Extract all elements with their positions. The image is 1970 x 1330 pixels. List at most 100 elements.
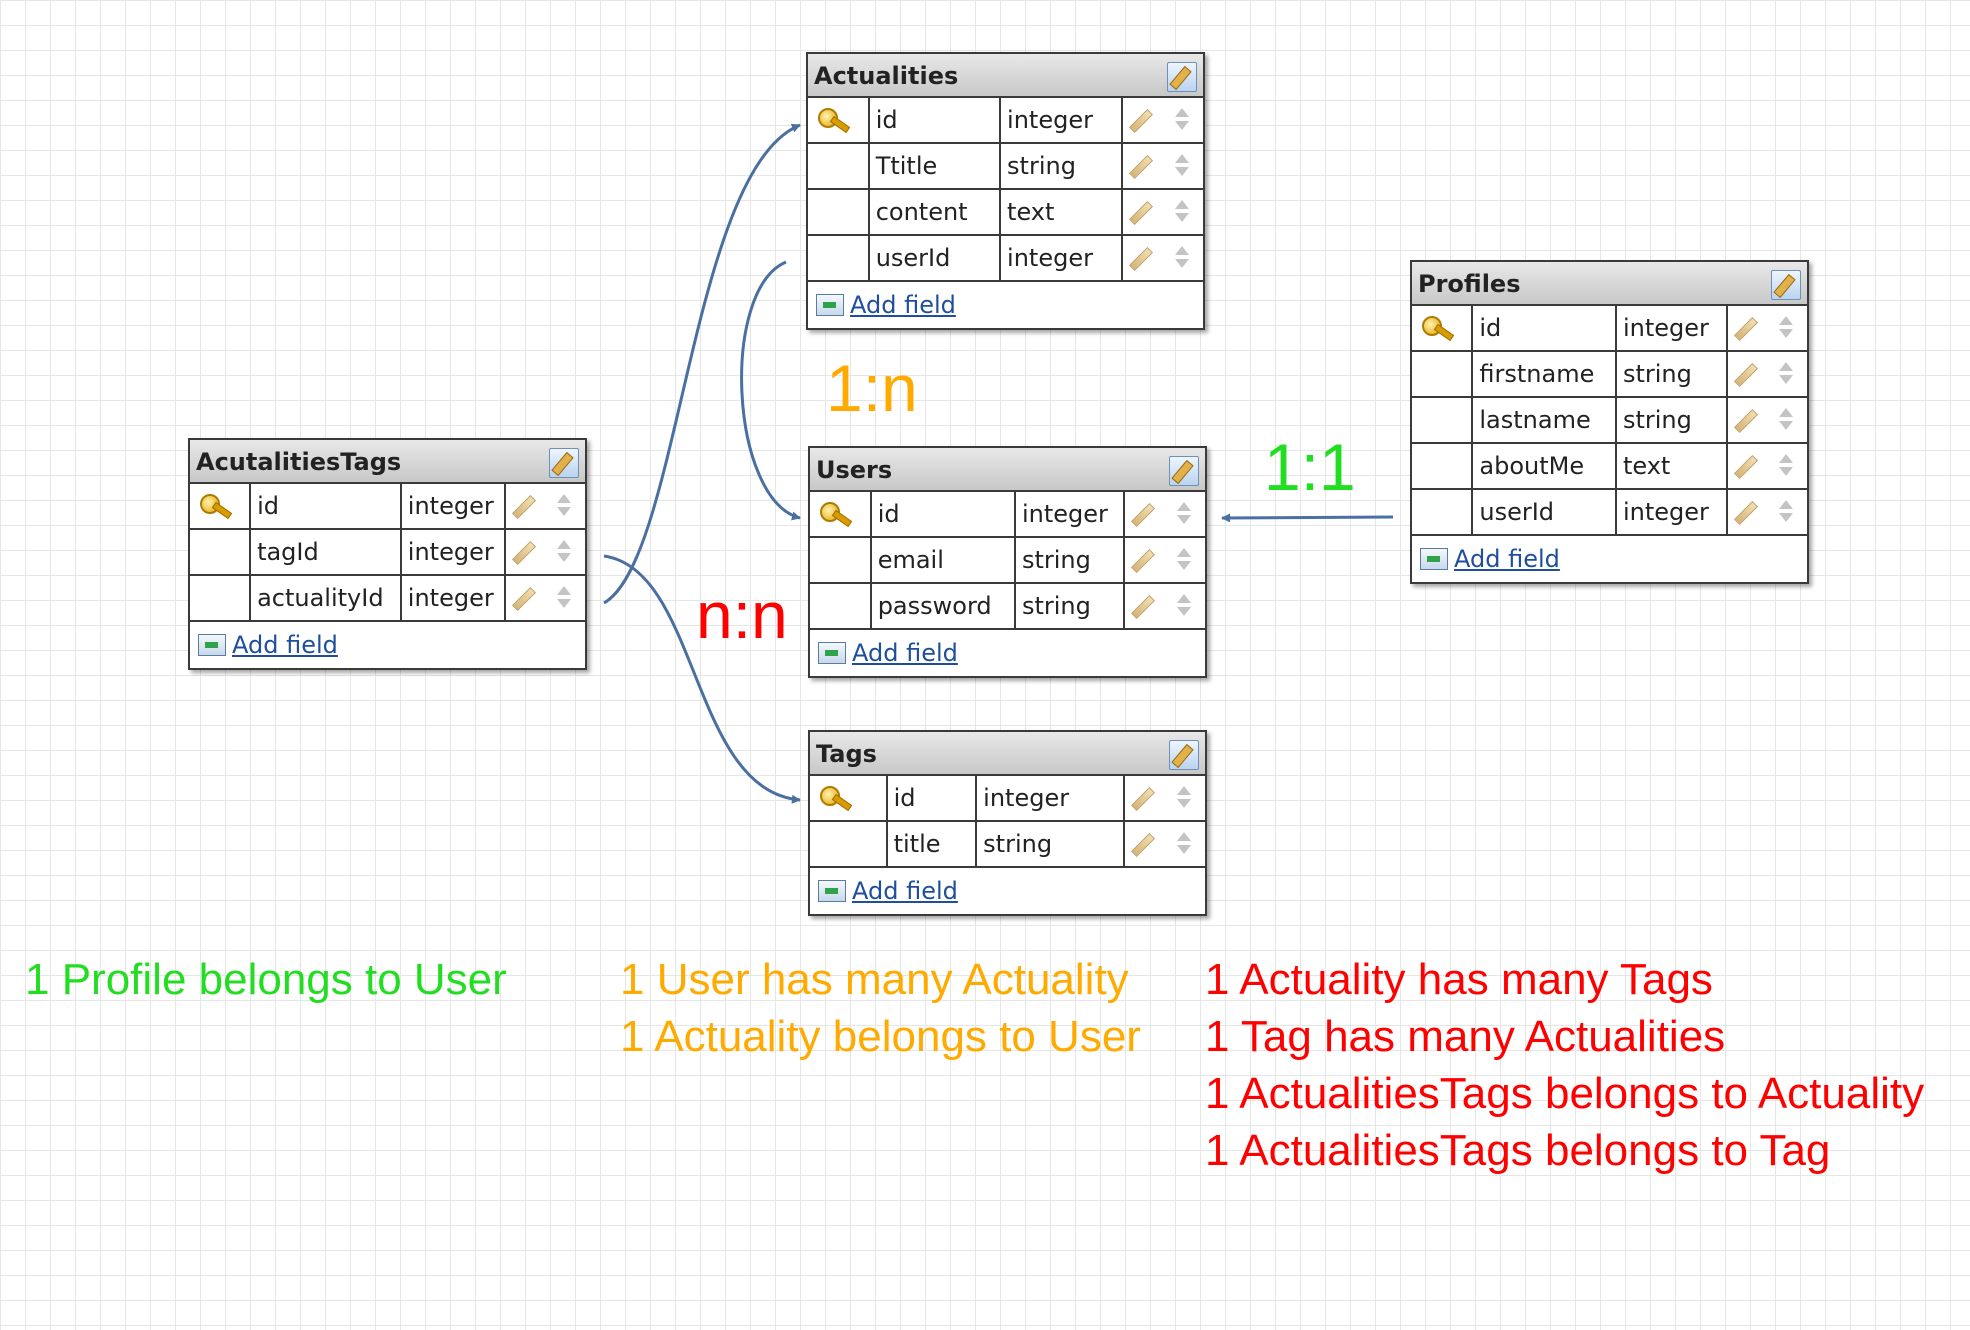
field-row[interactable]: content text <box>808 190 1203 236</box>
pencil-icon[interactable] <box>1733 408 1758 434</box>
field-name[interactable]: id <box>872 492 1016 536</box>
field-row[interactable]: id integer <box>190 484 585 530</box>
pencil-icon[interactable] <box>1131 548 1156 574</box>
sort-icon[interactable] <box>1175 106 1189 134</box>
pencil-icon[interactable] <box>1131 786 1156 812</box>
sort-icon[interactable] <box>1779 452 1793 480</box>
sort-icon[interactable] <box>1175 244 1189 272</box>
field-type[interactable]: string <box>1001 144 1124 188</box>
field-type[interactable]: string <box>1016 538 1126 582</box>
field-name[interactable]: id <box>1473 306 1617 350</box>
field-type[interactable]: integer <box>402 576 507 620</box>
sort-icon[interactable] <box>557 492 572 520</box>
edit-icon[interactable] <box>1167 62 1197 92</box>
field-row[interactable]: Ttitle string <box>808 144 1203 190</box>
field-name[interactable]: Ttitle <box>870 144 1002 188</box>
field-name[interactable]: firstname <box>1473 352 1617 396</box>
field-name[interactable]: content <box>870 190 1002 234</box>
add-field-link[interactable]: Add field <box>1454 545 1560 573</box>
field-row[interactable]: email string <box>810 538 1205 584</box>
add-field-icon[interactable] <box>198 634 226 656</box>
pencil-icon[interactable] <box>512 540 537 566</box>
field-row[interactable]: actualityId integer <box>190 576 585 622</box>
entity-header[interactable]: Tags <box>810 732 1205 776</box>
sort-icon[interactable] <box>1176 830 1191 858</box>
field-name[interactable]: id <box>870 98 1002 142</box>
edit-icon[interactable] <box>1169 456 1199 486</box>
edit-icon[interactable] <box>1771 270 1801 300</box>
field-row[interactable]: password string <box>810 584 1205 630</box>
field-type[interactable]: integer <box>1617 306 1728 350</box>
field-type[interactable]: string <box>1617 352 1728 396</box>
entity-profiles[interactable]: Profiles id integer firstname string las… <box>1410 260 1809 584</box>
entity-tags[interactable]: Tags id integer title string Add field <box>808 730 1207 916</box>
pencil-icon[interactable] <box>1129 108 1154 134</box>
pencil-icon[interactable] <box>1733 454 1758 480</box>
field-row[interactable]: id integer <box>810 492 1205 538</box>
sort-icon[interactable] <box>1175 152 1189 180</box>
field-name[interactable]: title <box>888 822 978 866</box>
sort-icon[interactable] <box>1176 784 1191 812</box>
sort-icon[interactable] <box>1779 360 1793 388</box>
add-field-icon[interactable] <box>818 642 846 664</box>
field-type[interactable]: string <box>1016 584 1126 628</box>
add-field-link[interactable]: Add field <box>850 291 956 319</box>
field-type[interactable]: integer <box>1001 98 1124 142</box>
sort-icon[interactable] <box>1177 500 1192 528</box>
sort-icon[interactable] <box>1175 198 1189 226</box>
field-name[interactable]: password <box>872 584 1016 628</box>
field-name[interactable]: email <box>872 538 1016 582</box>
field-row[interactable]: userId integer <box>1412 490 1807 536</box>
edit-icon[interactable] <box>549 448 579 478</box>
pencil-icon[interactable] <box>1733 316 1758 342</box>
field-row[interactable]: title string <box>810 822 1205 868</box>
add-field-icon[interactable] <box>1420 548 1448 570</box>
entity-header[interactable]: AcutalitiesTags <box>190 440 585 484</box>
entity-acutalitiestags[interactable]: AcutalitiesTags id integer tagId integer… <box>188 438 587 670</box>
pencil-icon[interactable] <box>512 494 537 520</box>
field-type[interactable]: string <box>1617 398 1728 442</box>
field-name[interactable]: id <box>251 484 402 528</box>
sort-icon[interactable] <box>1177 592 1192 620</box>
field-row[interactable]: id integer <box>808 98 1203 144</box>
field-row[interactable]: userId integer <box>808 236 1203 282</box>
field-type[interactable]: integer <box>1617 490 1728 534</box>
pencil-icon[interactable] <box>512 586 537 612</box>
pencil-icon[interactable] <box>1131 502 1156 528</box>
add-field-link[interactable]: Add field <box>852 639 958 667</box>
sort-icon[interactable] <box>557 584 572 612</box>
field-type[interactable]: integer <box>977 776 1126 820</box>
pencil-icon[interactable] <box>1733 362 1758 388</box>
field-type[interactable]: integer <box>1016 492 1126 536</box>
field-row[interactable]: id integer <box>1412 306 1807 352</box>
entity-header[interactable]: Actualities <box>808 54 1203 98</box>
add-field-icon[interactable] <box>818 880 846 902</box>
add-field-link[interactable]: Add field <box>232 631 338 659</box>
pencil-icon[interactable] <box>1131 832 1156 858</box>
edit-icon[interactable] <box>1169 740 1199 770</box>
add-field-icon[interactable] <box>816 294 844 316</box>
field-type[interactable]: string <box>977 822 1126 866</box>
sort-icon[interactable] <box>1177 546 1192 574</box>
pencil-icon[interactable] <box>1129 246 1154 272</box>
pencil-icon[interactable] <box>1129 154 1154 180</box>
field-row[interactable]: firstname string <box>1412 352 1807 398</box>
entity-header[interactable]: Profiles <box>1412 262 1807 306</box>
field-name[interactable]: actualityId <box>251 576 402 620</box>
entity-actualities[interactable]: Actualities id integer Ttitle string con… <box>806 52 1205 330</box>
field-name[interactable]: tagId <box>251 530 402 574</box>
sort-icon[interactable] <box>1779 406 1793 434</box>
field-name[interactable]: userId <box>870 236 1002 280</box>
field-type[interactable]: text <box>1001 190 1124 234</box>
sort-icon[interactable] <box>1779 314 1793 342</box>
sort-icon[interactable] <box>557 538 572 566</box>
pencil-icon[interactable] <box>1131 594 1156 620</box>
pencil-icon[interactable] <box>1733 500 1758 526</box>
entity-header[interactable]: Users <box>810 448 1205 492</box>
field-row[interactable]: aboutMe text <box>1412 444 1807 490</box>
field-row[interactable]: tagId integer <box>190 530 585 576</box>
field-row[interactable]: id integer <box>810 776 1205 822</box>
field-type[interactable]: integer <box>402 484 507 528</box>
pencil-icon[interactable] <box>1129 200 1154 226</box>
field-name[interactable]: id <box>888 776 978 820</box>
